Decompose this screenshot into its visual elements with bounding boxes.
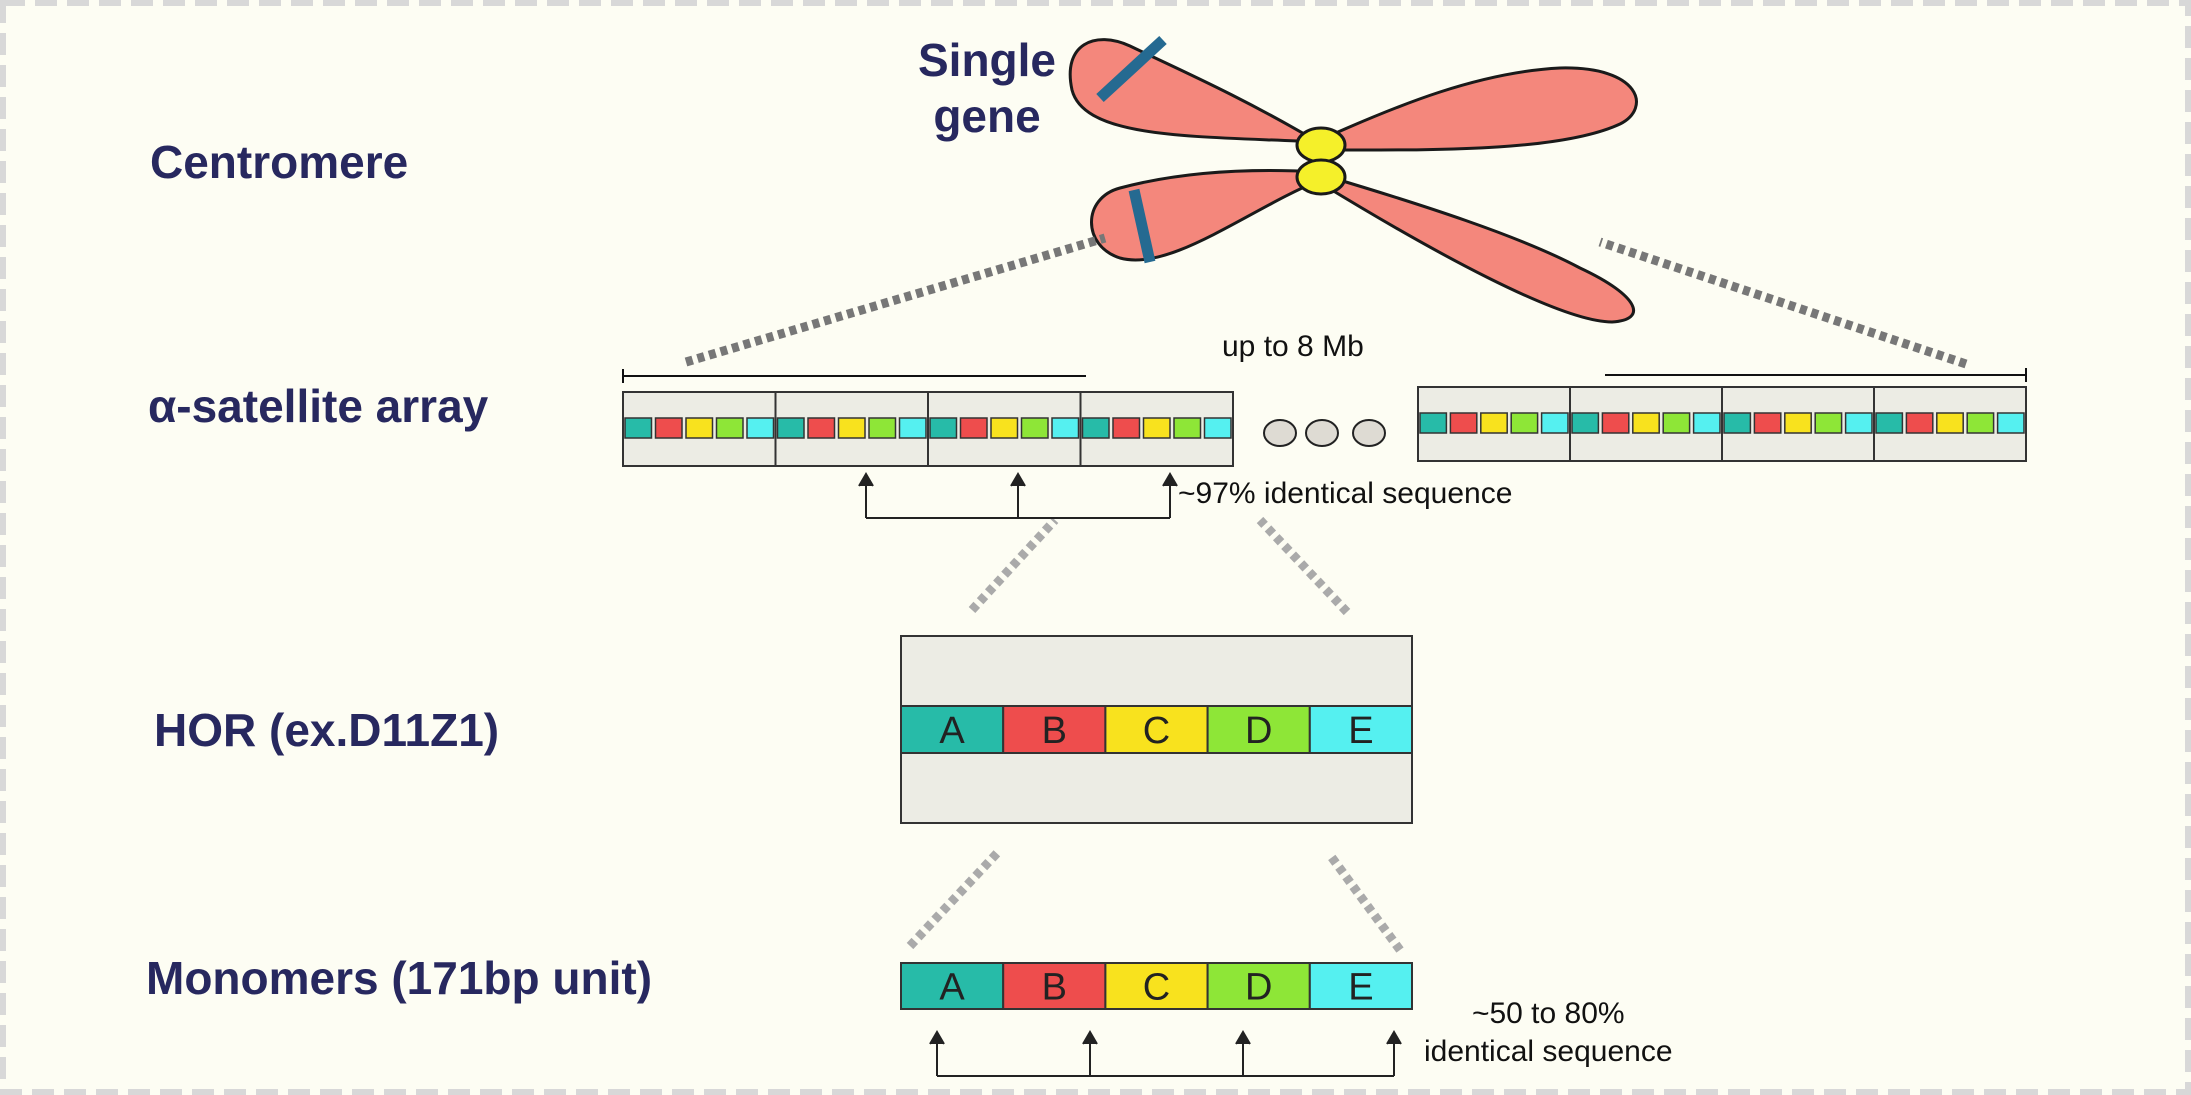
monomer-block-a — [900, 962, 1005, 1010]
label-single-gene-line2: gene — [933, 90, 1041, 142]
array-monomer-a — [1723, 412, 1752, 434]
array-hor-unit-right-3 — [1721, 386, 1875, 462]
monomer-block-b — [1002, 962, 1107, 1010]
array-monomer-e — [1203, 417, 1232, 439]
centromere-lower-lobe — [1295, 158, 1347, 196]
array-monomer-a — [1875, 412, 1904, 434]
array-monomer-b — [1449, 412, 1478, 434]
array-monomer-b — [654, 417, 683, 439]
annotation-monomer-identity-line1: ~50 to 80% — [1471, 997, 1625, 1030]
alpha-satellite-array — [622, 386, 2027, 467]
array-hor-unit-right-1 — [1417, 386, 1571, 462]
chromosome-arm-lower-right — [1320, 174, 1635, 324]
array-monomer-c — [990, 417, 1019, 439]
array-monomer-b — [1601, 412, 1630, 434]
monomer-letter-a: A — [939, 967, 965, 1009]
array-monomer-b — [807, 417, 836, 439]
array-monomer-d — [715, 417, 744, 439]
chromosome-icon — [1068, 35, 1638, 324]
array-monomer-b — [1905, 412, 1934, 434]
annotation-array-size: up to 8 Mb — [1222, 330, 1364, 363]
array-hor-unit-left-1 — [622, 391, 777, 467]
array-monomer-a — [1081, 417, 1110, 439]
hor-monomer-letter-c: C — [1143, 710, 1170, 752]
label-centromere: Centromere — [150, 136, 409, 188]
array-monomer-c — [1936, 412, 1964, 434]
array-monomer-d — [1662, 412, 1691, 434]
gene-band-upper — [1096, 35, 1167, 103]
hor-monomer-letter-e: E — [1348, 710, 1373, 752]
monomer-letter-c: C — [1143, 967, 1170, 1009]
array-hor-unit-left-4 — [1079, 391, 1234, 467]
hor-monomer-block-a — [900, 705, 1005, 754]
hor-monomer-letter-d: D — [1245, 710, 1272, 752]
array-monomer-c — [1632, 412, 1660, 434]
chromosome-arm-upper-right — [1318, 66, 1638, 152]
monomer-row: A B C D E — [900, 962, 1414, 1010]
array-hor-unit-right-2 — [1569, 386, 1723, 462]
array-monomer-c — [1142, 417, 1171, 439]
array-hor-unit-left-2 — [774, 391, 929, 467]
array-monomer-d — [1966, 412, 1995, 434]
array-monomer-c — [1480, 412, 1508, 434]
array-monomer-e — [1051, 417, 1080, 439]
array-monomer-e — [1692, 412, 1721, 434]
annotation-hor-identity: ~97% identical sequence — [1178, 477, 1513, 510]
array-monomer-d — [1020, 417, 1049, 439]
array-monomer-e — [746, 417, 775, 439]
array-monomer-a — [1419, 412, 1448, 434]
hor-monomer-row: A B C D E — [900, 705, 1414, 754]
centromere-upper-lobe — [1295, 126, 1347, 164]
monomer-block-e — [1308, 962, 1414, 1010]
array-monomer-e — [1996, 412, 2025, 434]
array-monomer-e — [898, 417, 927, 439]
array-monomer-a — [929, 417, 958, 439]
label-single-gene-line1: Single — [917, 34, 1057, 86]
array-hor-unit-left-3 — [927, 391, 1082, 467]
array-monomer-d — [1173, 417, 1202, 439]
hor-monomer-block-d — [1206, 705, 1311, 754]
chromosome-arm-lower-left — [1090, 169, 1322, 262]
array-monomer-d — [1814, 412, 1843, 434]
zoom-guide-lines — [684, 233, 1968, 953]
array-scale-bars — [622, 368, 2027, 383]
gene-band-lower — [1128, 188, 1156, 264]
monomer-letter-d: D — [1245, 967, 1272, 1009]
array-monomer-d — [1510, 412, 1539, 434]
monomer-letter-b: B — [1042, 967, 1067, 1009]
annotation-monomer-identity: ~50 to 80% identical sequence — [1424, 995, 1673, 1070]
array-monomer-a — [624, 417, 653, 439]
hor-monomer-block-b — [1002, 705, 1107, 754]
monomer-identity-brackets — [929, 1030, 1402, 1077]
array-monomer-a — [1571, 412, 1600, 434]
label-monomers: Monomers (171bp unit) — [146, 952, 653, 1004]
label-alpha-satellite-array: α-satellite array — [148, 380, 489, 432]
array-monomer-b — [959, 417, 988, 439]
hor-identity-brackets — [858, 472, 1178, 519]
label-hor: HOR (ex.D11Z1) — [154, 704, 500, 756]
hor-monomer-block-e — [1308, 705, 1414, 754]
array-monomer-c — [837, 417, 866, 439]
array-monomer-b — [1753, 412, 1782, 434]
array-monomer-c — [685, 417, 714, 439]
array-continuation-dots — [1263, 419, 1386, 447]
array-hor-unit-right-4 — [1873, 386, 2027, 462]
array-monomer-e — [1540, 412, 1569, 434]
annotation-monomer-identity-line2: identical sequence — [1424, 1034, 1673, 1068]
monomer-block-c — [1104, 962, 1209, 1010]
monomer-letter-e: E — [1348, 967, 1373, 1009]
hor-monomer-letter-a: A — [939, 710, 965, 752]
array-monomer-d — [868, 417, 897, 439]
array-monomer-a — [776, 417, 805, 439]
array-monomer-c — [1784, 412, 1812, 434]
array-monomer-e — [1844, 412, 1873, 434]
hor-monomer-letter-b: B — [1042, 710, 1067, 752]
array-monomer-b — [1112, 417, 1141, 439]
label-single-gene: Single gene — [908, 32, 1066, 144]
